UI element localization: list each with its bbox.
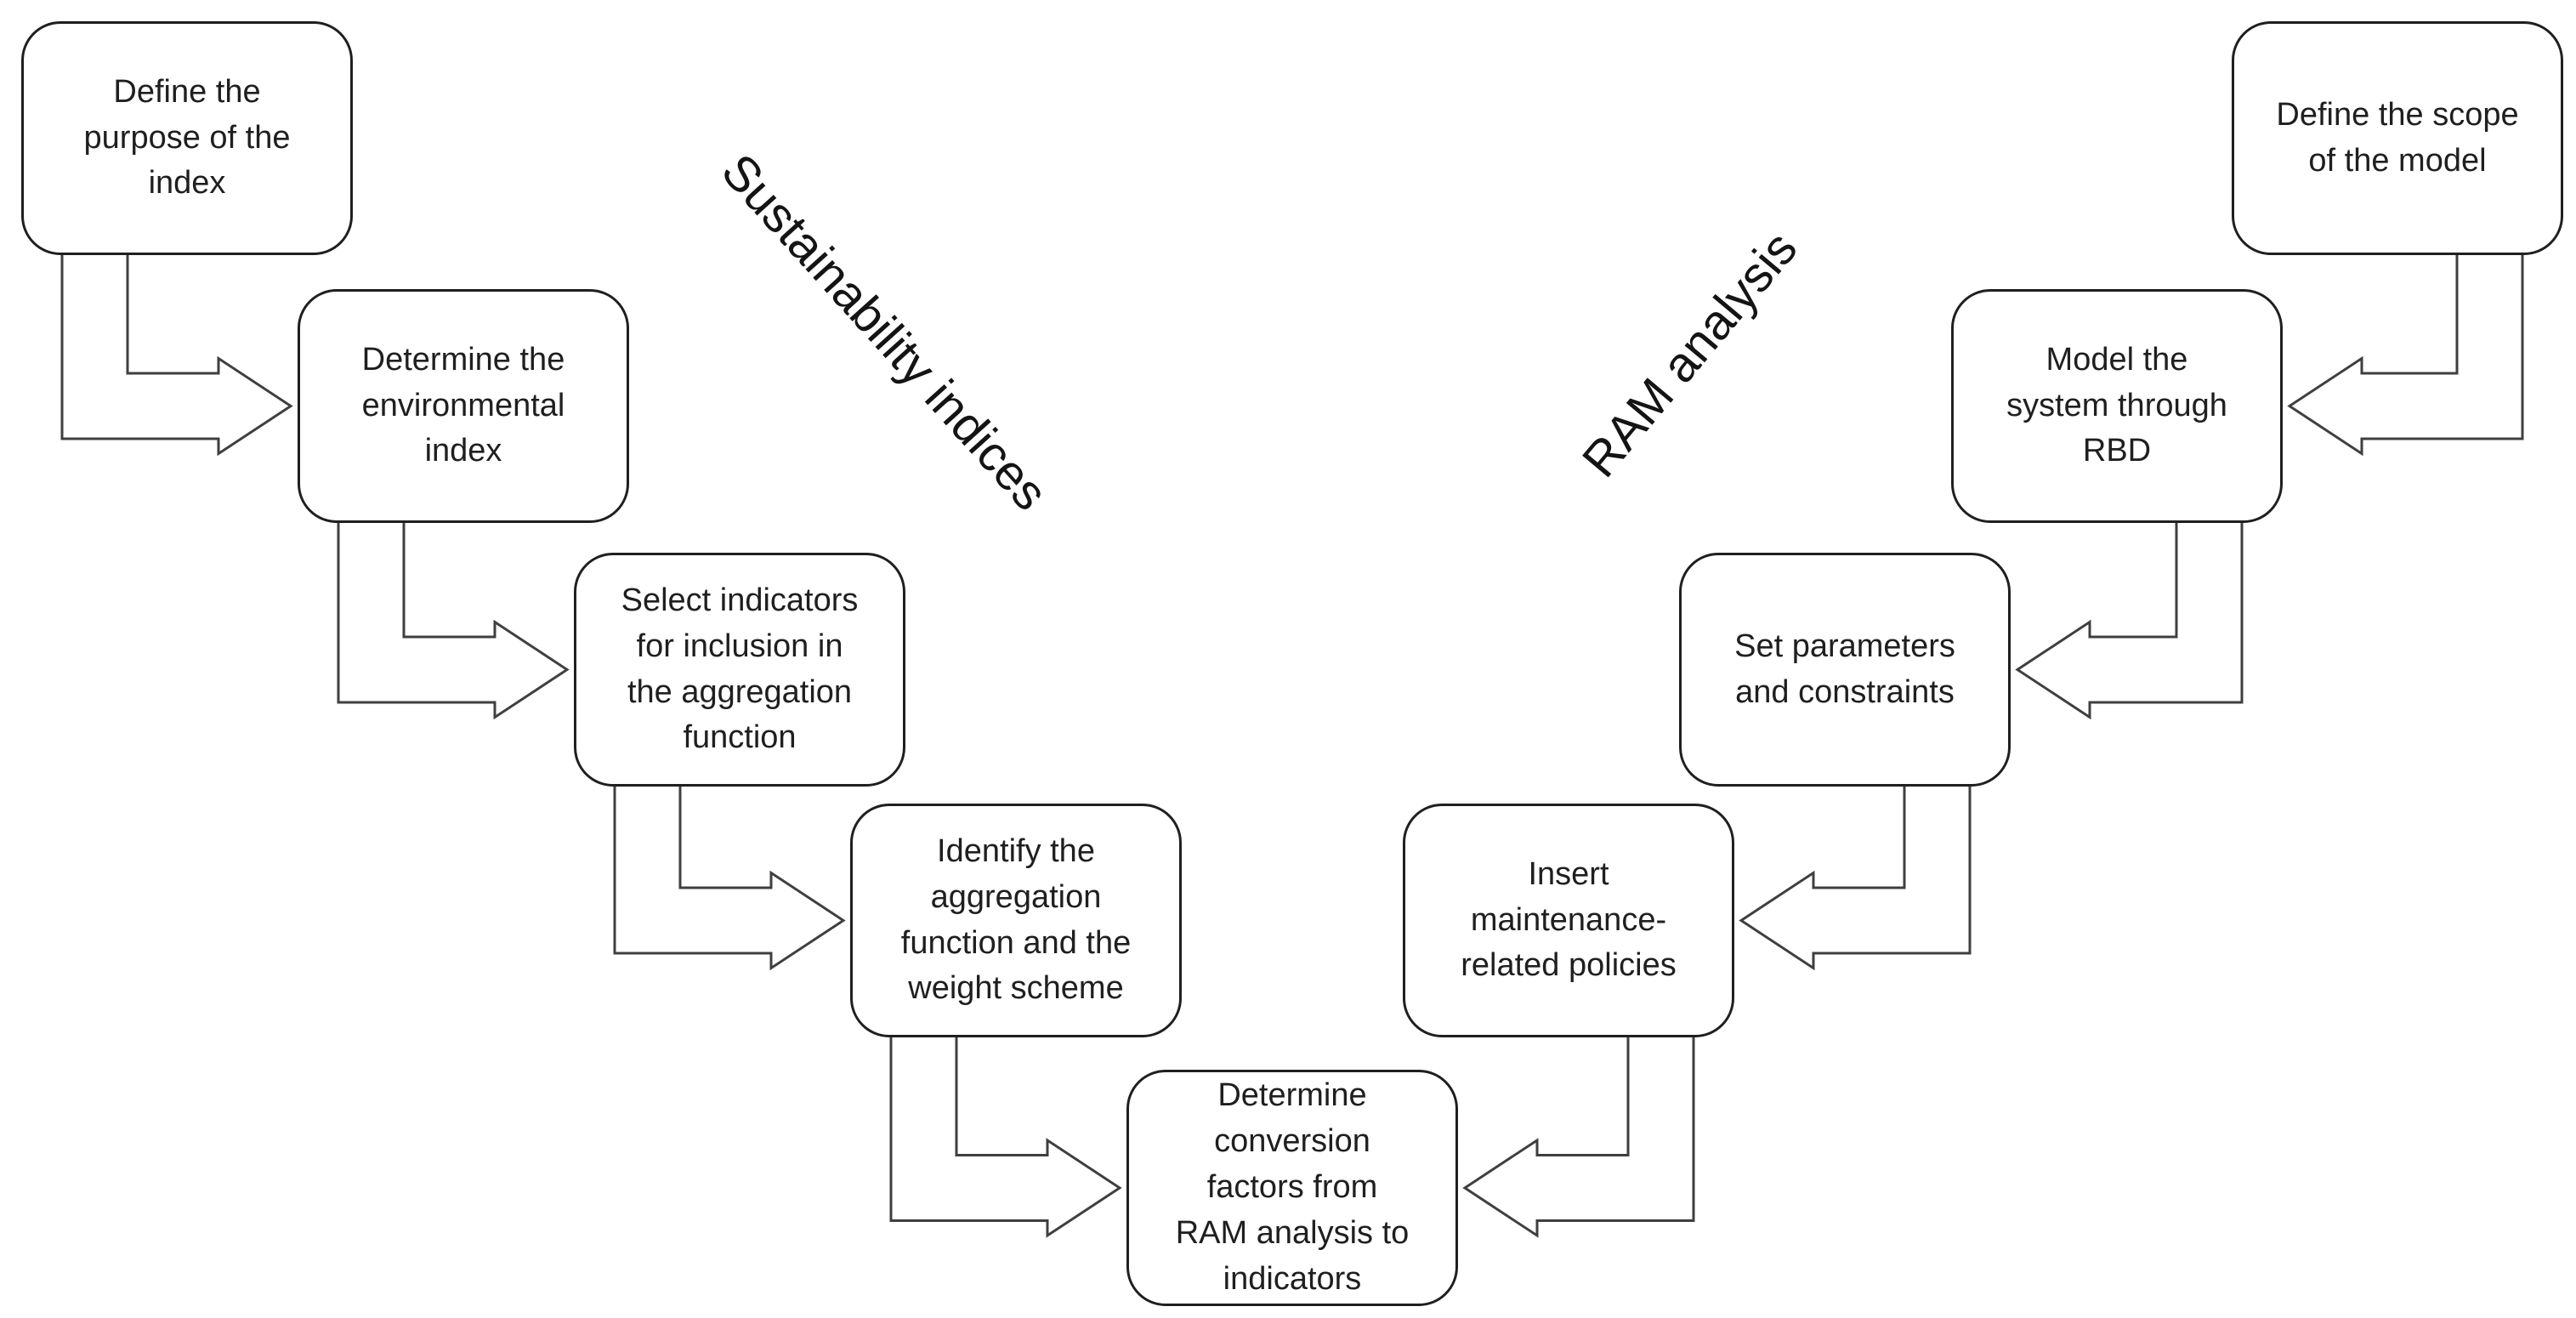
- step-box-conversion-factors: Determine conversion factors from RAM an…: [1126, 1070, 1458, 1306]
- step-label-select-indicators: Select indicators for inclusion in the a…: [621, 582, 859, 756]
- arrow-environmental-to-indicators: [337, 520, 570, 720]
- step-label-conversion-factors: Determine conversion factors from RAM an…: [1175, 1077, 1410, 1297]
- step-box-define-purpose: Define the purpose of the index: [21, 21, 353, 255]
- arrow-maintenance-to-conversion: [1462, 1034, 1695, 1238]
- step-box-model-rbd: Model the system through RBD: [1951, 289, 2283, 523]
- arrow-aggregation-to-conversion: [889, 1034, 1122, 1238]
- arrow-purpose-to-environmental: [60, 252, 293, 457]
- step-box-select-indicators: Select indicators for inclusion in the a…: [574, 553, 905, 787]
- step-box-aggregation-function: Identify the aggregation function and th…: [850, 804, 1182, 1037]
- arrow-scope-to-model: [2287, 252, 2524, 457]
- step-label-environmental-index: Determine the environmental index: [361, 341, 565, 469]
- step-label-define-scope: Define the scope of the model: [2276, 96, 2519, 179]
- step-box-set-parameters: Set parameters and constraints: [1679, 553, 2011, 787]
- step-label-maintenance-policies: Insert maintenance- related policies: [1461, 855, 1677, 984]
- arrow-model-to-parameters: [2015, 520, 2244, 720]
- step-label-aggregation-function: Identify the aggregation function and th…: [900, 832, 1132, 1007]
- step-box-environmental-index: Determine the environmental index: [298, 289, 629, 523]
- arrow-parameters-to-maintenance: [1739, 783, 1972, 971]
- step-box-define-scope: Define the scope of the model: [2232, 21, 2563, 255]
- arrow-indicators-to-aggregation: [613, 783, 846, 971]
- step-label-define-purpose: Define the purpose of the index: [83, 73, 291, 202]
- step-label-model-rbd: Model the system through RBD: [2006, 341, 2227, 469]
- step-label-set-parameters: Set parameters and constraints: [1734, 628, 1955, 710]
- step-box-maintenance-policies: Insert maintenance- related policies: [1403, 804, 1734, 1037]
